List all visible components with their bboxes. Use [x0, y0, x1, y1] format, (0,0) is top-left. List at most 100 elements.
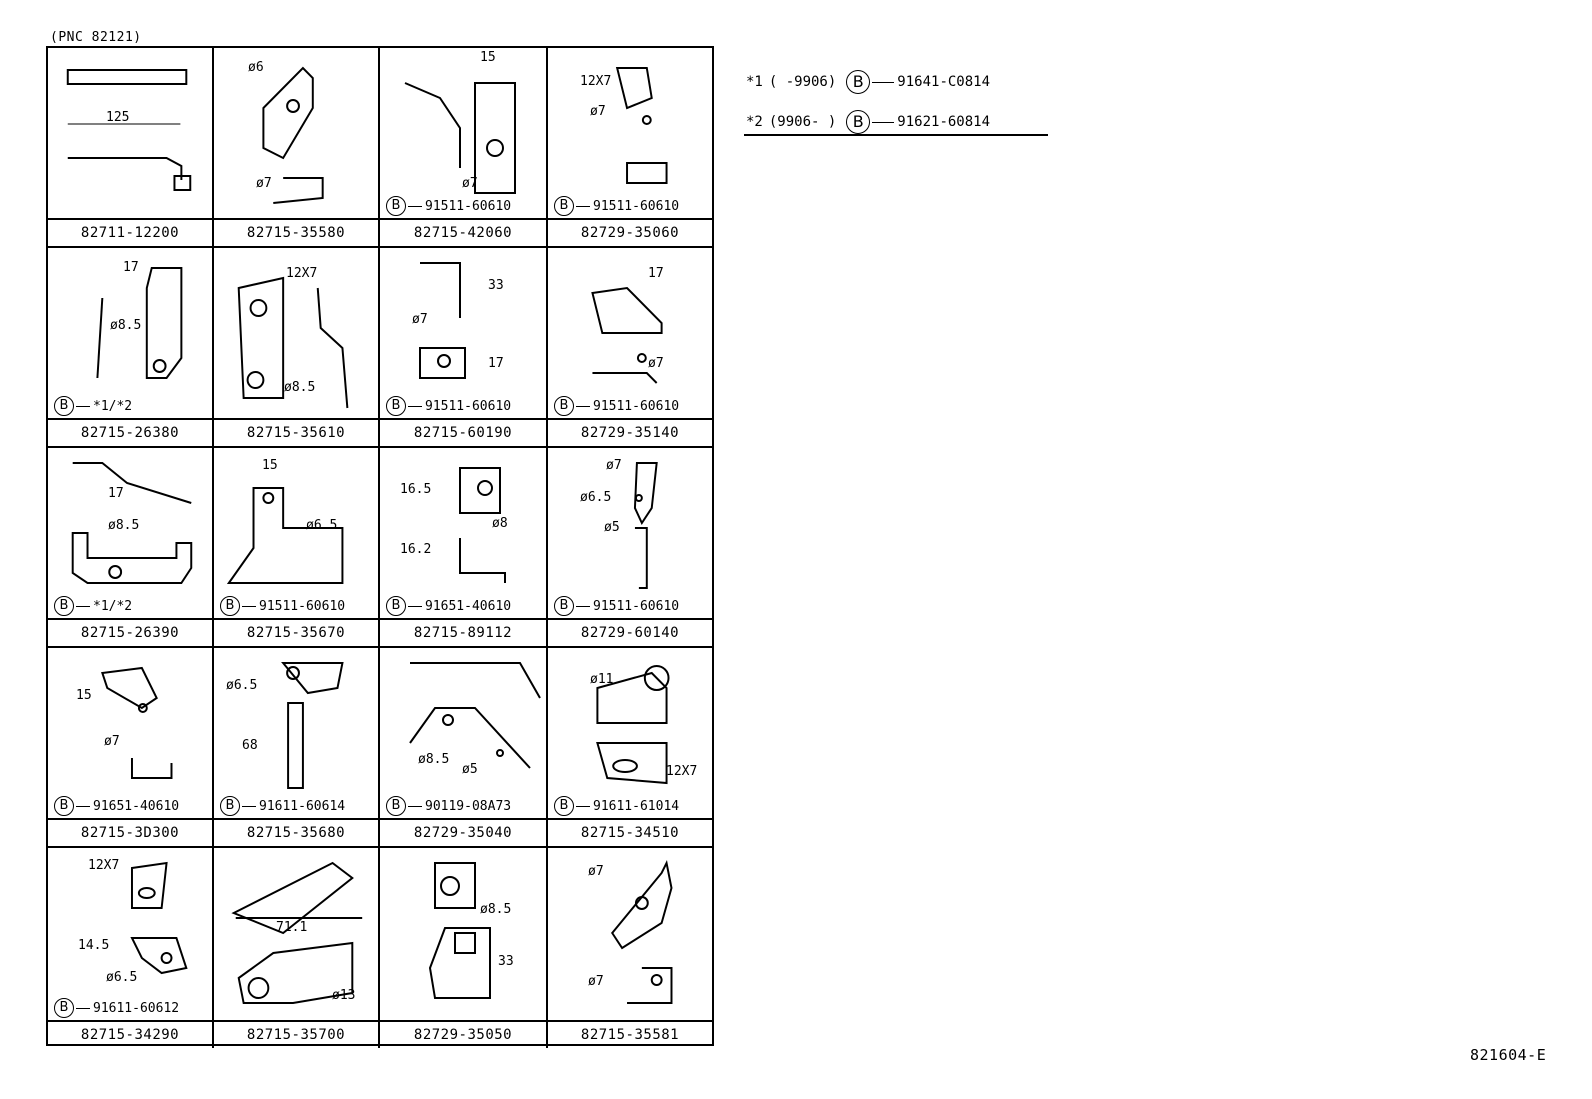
- bolt-callout: B 91511-60610: [554, 396, 679, 416]
- dimension-label: ø6.5: [106, 970, 138, 985]
- part-drawing: [214, 648, 378, 820]
- bolt-callout: B 91611-61014: [554, 796, 679, 816]
- leader-line: [872, 81, 895, 83]
- dimension-label: ø5: [604, 520, 620, 535]
- dimension-label: ø8: [492, 516, 508, 531]
- part-number: 82715-35610: [214, 418, 378, 446]
- part-drawing: [214, 448, 378, 620]
- bolt-part-number: *1/*2: [93, 398, 133, 414]
- dimension-label: ø7: [588, 864, 604, 879]
- bolt-part-number: 91511-60610: [593, 398, 680, 414]
- leader-line: [242, 805, 256, 807]
- dimension-label: ø7: [588, 974, 604, 989]
- leader-line: [242, 605, 256, 607]
- leader-line: [576, 805, 590, 807]
- legend-row-2: *2 (9906- ) B 91621-60814: [746, 110, 990, 134]
- part-cell: ø6 ø7 82715-35580: [214, 48, 380, 248]
- bolt-part-number: 91511-60610: [425, 198, 512, 214]
- legend-row-1: *1 ( -9906) B 91641-C0814: [746, 70, 990, 94]
- part-cell: 12X7 ø8.5 82715-35610: [214, 248, 380, 448]
- bolt-b-icon: B: [386, 596, 406, 616]
- bolt-part-number: 91611-61014: [593, 798, 680, 814]
- part-drawing: [548, 848, 712, 1020]
- bolt-b-icon: B: [220, 596, 240, 616]
- bolt-b-icon: B: [54, 796, 74, 816]
- dimension-label: ø8.5: [108, 518, 140, 533]
- dimension-label: ø7: [256, 176, 272, 191]
- part-drawing: [48, 848, 212, 1020]
- bolt-b-icon: B: [554, 196, 574, 216]
- dimension-label: ø8.5: [110, 318, 142, 333]
- dimension-label: 17: [648, 266, 664, 281]
- dimension-label: ø7: [412, 312, 428, 327]
- bolt-part-number: 91511-60610: [425, 398, 512, 414]
- leader-line: [76, 405, 90, 407]
- part-drawing: [548, 448, 712, 620]
- bolt-b-icon: B: [554, 796, 574, 816]
- dimension-label: ø7: [648, 356, 664, 371]
- dimension-label: 12X7: [286, 266, 318, 281]
- part-drawing: [380, 648, 546, 820]
- part-number: 82729-35060: [548, 218, 712, 246]
- part-number: 82715-35580: [214, 218, 378, 246]
- leader-line: [408, 605, 422, 607]
- dimension-label: ø7: [606, 458, 622, 473]
- part-drawing: [214, 848, 378, 1020]
- part-number: 82715-60190: [380, 418, 546, 446]
- bolt-b-icon: B: [554, 596, 574, 616]
- dimension-label: ø6: [248, 60, 264, 75]
- bolt-part-number: 91611-60614: [259, 798, 346, 814]
- dimension-label: 15: [76, 688, 92, 703]
- dimension-label: ø7: [104, 734, 120, 749]
- part-number: 82715-35680: [214, 818, 378, 846]
- dimension-label: ø8.5: [418, 752, 450, 767]
- bolt-part-number: 91511-60610: [593, 198, 680, 214]
- part-drawing: [548, 648, 712, 820]
- figure-code: 821604-E: [1470, 1046, 1547, 1064]
- part-number: 82715-35670: [214, 618, 378, 646]
- legend-part-1: 91641-C0814: [897, 74, 991, 90]
- part-drawing: [548, 248, 712, 420]
- dimension-label: ø13: [332, 988, 356, 1003]
- part-drawing: [48, 248, 212, 420]
- leader-line: [408, 205, 422, 207]
- part-number: 82715-35700: [214, 1020, 378, 1048]
- part-drawing: [48, 648, 212, 820]
- dimension-label: 33: [488, 278, 504, 293]
- dimension-label: ø8.5: [284, 380, 316, 395]
- part-number: 82729-35050: [380, 1020, 546, 1048]
- dimension-label: 17: [488, 356, 504, 371]
- legend-mark-1: *1: [746, 74, 763, 90]
- leader-line: [872, 121, 895, 123]
- dimension-label: 15: [480, 50, 496, 65]
- part-number: 82715-34290: [48, 1020, 212, 1048]
- leader-line: [576, 205, 590, 207]
- part-drawing: [380, 48, 546, 220]
- dimension-label: ø8.5: [480, 902, 512, 917]
- part-number: 82729-60140: [548, 618, 712, 646]
- bolt-b-icon: B: [554, 396, 574, 416]
- part-drawing: [214, 248, 378, 420]
- bolt-b-icon: B: [386, 396, 406, 416]
- dimension-label: ø6.5: [580, 490, 612, 505]
- part-drawing: [380, 848, 546, 1020]
- bolt-b-icon: B: [220, 796, 240, 816]
- part-number: 82715-89112: [380, 618, 546, 646]
- part-number: 82711-12200: [48, 218, 212, 246]
